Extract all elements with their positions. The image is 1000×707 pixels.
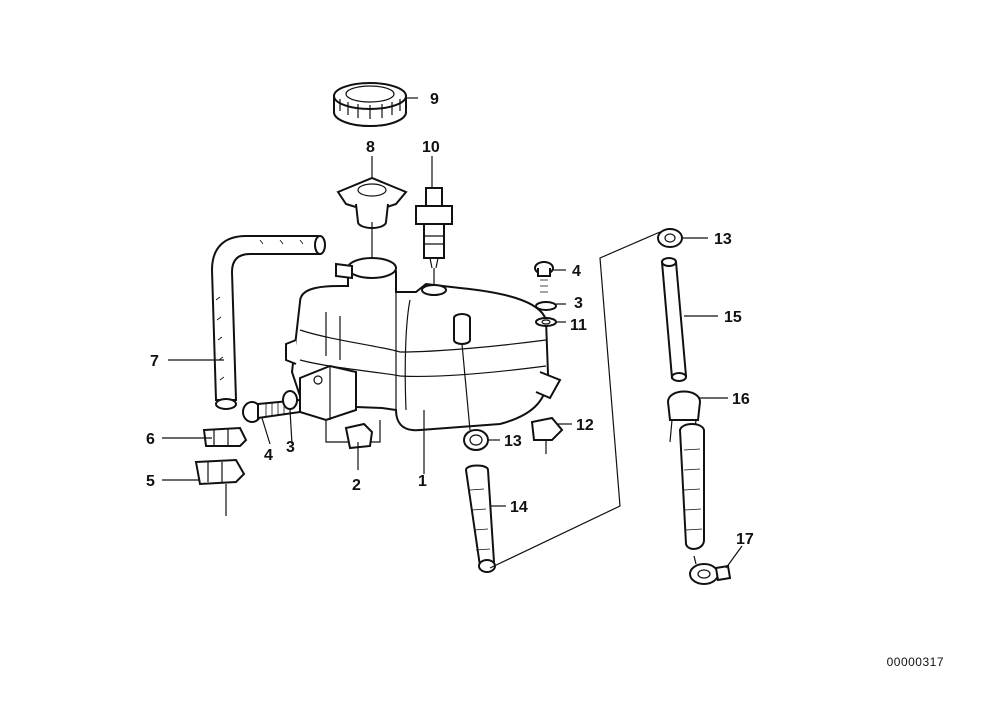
label-part-4-right: 4: [572, 263, 581, 280]
document-number: 00000317: [886, 655, 944, 669]
label-part-1: 1: [418, 473, 427, 490]
label-part-12: 12: [576, 417, 594, 434]
bolt-left: [242, 390, 301, 423]
label-part-16: 16: [732, 391, 750, 408]
overflow-hose: [210, 235, 353, 410]
label-part-13-center: 13: [504, 433, 522, 450]
label-part-17: 17: [736, 531, 754, 548]
label-part-15: 15: [724, 309, 742, 326]
level-sensor: [415, 187, 453, 269]
label-part-6: 6: [146, 431, 155, 448]
label-part-2: 2: [352, 477, 361, 494]
label-part-7: 7: [150, 353, 159, 370]
filler-neck: [336, 176, 408, 229]
pipe-right: [660, 257, 688, 382]
label-part-14: 14: [510, 499, 528, 516]
hose-clamp-lower-right: [689, 563, 732, 585]
hose-clamp-upper-right: [657, 228, 683, 248]
hose-clamp-center: [463, 429, 489, 451]
hose-center: [464, 464, 496, 573]
label-part-3-left: 3: [286, 439, 295, 456]
clip-nut: [530, 416, 564, 454]
label-part-10: 10: [422, 139, 440, 156]
label-part-13-right: 13: [714, 231, 732, 248]
label-part-9: 9: [430, 91, 439, 108]
label-part-4-left: 4: [264, 447, 273, 464]
filler-cap: [333, 82, 407, 127]
callout-labels: 9 8 10 7 6 5 4 3 2 1 4 3 11 12 13 14 13 …: [146, 91, 754, 548]
hose-lower-right: [678, 423, 705, 550]
label-part-11: 11: [570, 317, 587, 334]
label-part-8: 8: [366, 139, 375, 156]
mounting-bracket: [299, 364, 381, 450]
hose-clips: [194, 426, 248, 516]
label-part-5: 5: [146, 473, 155, 490]
label-part-3-right: 3: [574, 295, 583, 312]
leader-lines: [162, 97, 743, 569]
bolt-right: [534, 261, 557, 327]
